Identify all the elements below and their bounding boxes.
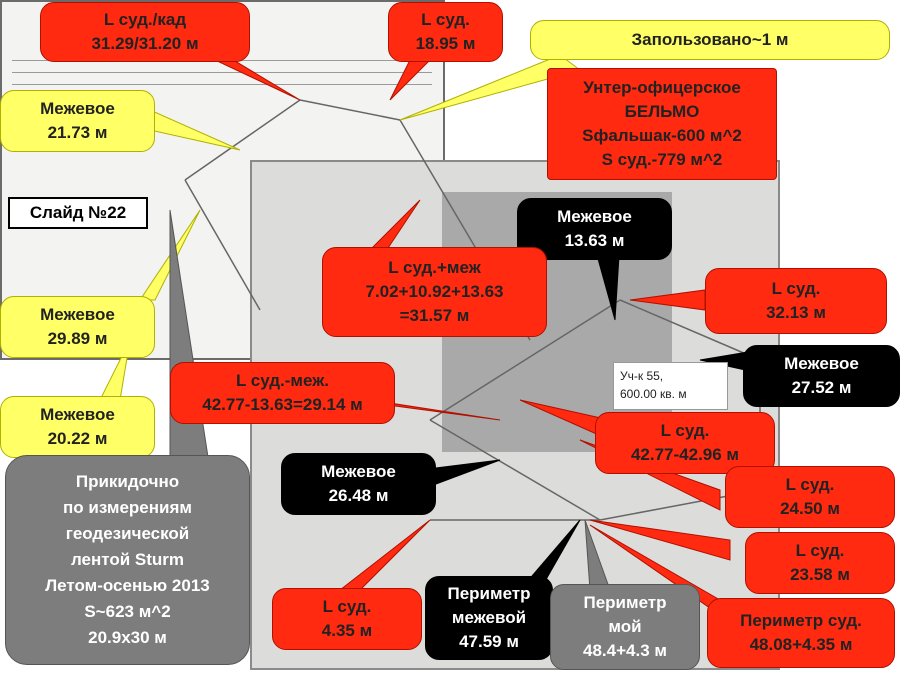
callout-mezh-13: Межевое 13.63 м <box>517 198 672 260</box>
parcel-area: 600.00 кв. м <box>620 387 687 401</box>
callout-l-sud-42: L суд. 42.77-42.96 м <box>595 412 775 474</box>
callout-perimetr-moy: Периметр мой 48.4+4.3 м <box>550 584 700 670</box>
callout-zapolzovano: Запользовано~1 м <box>530 20 890 60</box>
callout-mezh-29: Межевое 29.89 м <box>0 296 155 358</box>
callout-prikidochno: Прикидочно по измерениям геодезической л… <box>5 455 250 665</box>
callout-l-sud-kad: L суд./кад 31.29/31.20 м <box>40 2 250 62</box>
callout-l-sud-minus-mezh: L суд.-меж. 42.77-13.63=29.14 м <box>170 362 395 424</box>
callout-mezh-27: Межевое 27.52 м <box>743 345 900 407</box>
callout-l-sud-18: L суд. 18.95 м <box>388 2 503 62</box>
slide-label: Слайд №22 <box>8 197 148 229</box>
parcel-label: Уч-к 55, 600.00 кв. м <box>613 362 728 410</box>
parcel-number: Уч-к 55, <box>620 369 664 383</box>
callout-perimetr-sud: Периметр суд. 48.08+4.35 м <box>707 598 895 668</box>
boundary-lines <box>184 99 761 521</box>
callout-l-sud-23: L суд. 23.58 м <box>745 532 895 594</box>
callout-l-sud-32: L суд. 32.13 м <box>705 268 887 334</box>
callout-belmo: Унтер-офицерское БЕЛЬМО Sфальшак-600 м^2… <box>547 68 777 180</box>
callout-l-sud-mezh: L суд.+меж 7.02+10.92+13.63 =31.57 м <box>322 247 547 337</box>
callout-mezh-20: Межевое 20.22 м <box>0 396 155 458</box>
callout-perimetr-mezhevoy: Периметр межевой 47.59 м <box>425 576 553 660</box>
callout-l-sud-24: L суд. 24.50 м <box>725 466 895 528</box>
callout-l-sud-4: L суд. 4.35 м <box>272 588 422 650</box>
callout-mezh-21: Межевое 21.73 м <box>0 90 155 152</box>
callout-mezh-26: Межевое 26.48 м <box>281 453 436 515</box>
